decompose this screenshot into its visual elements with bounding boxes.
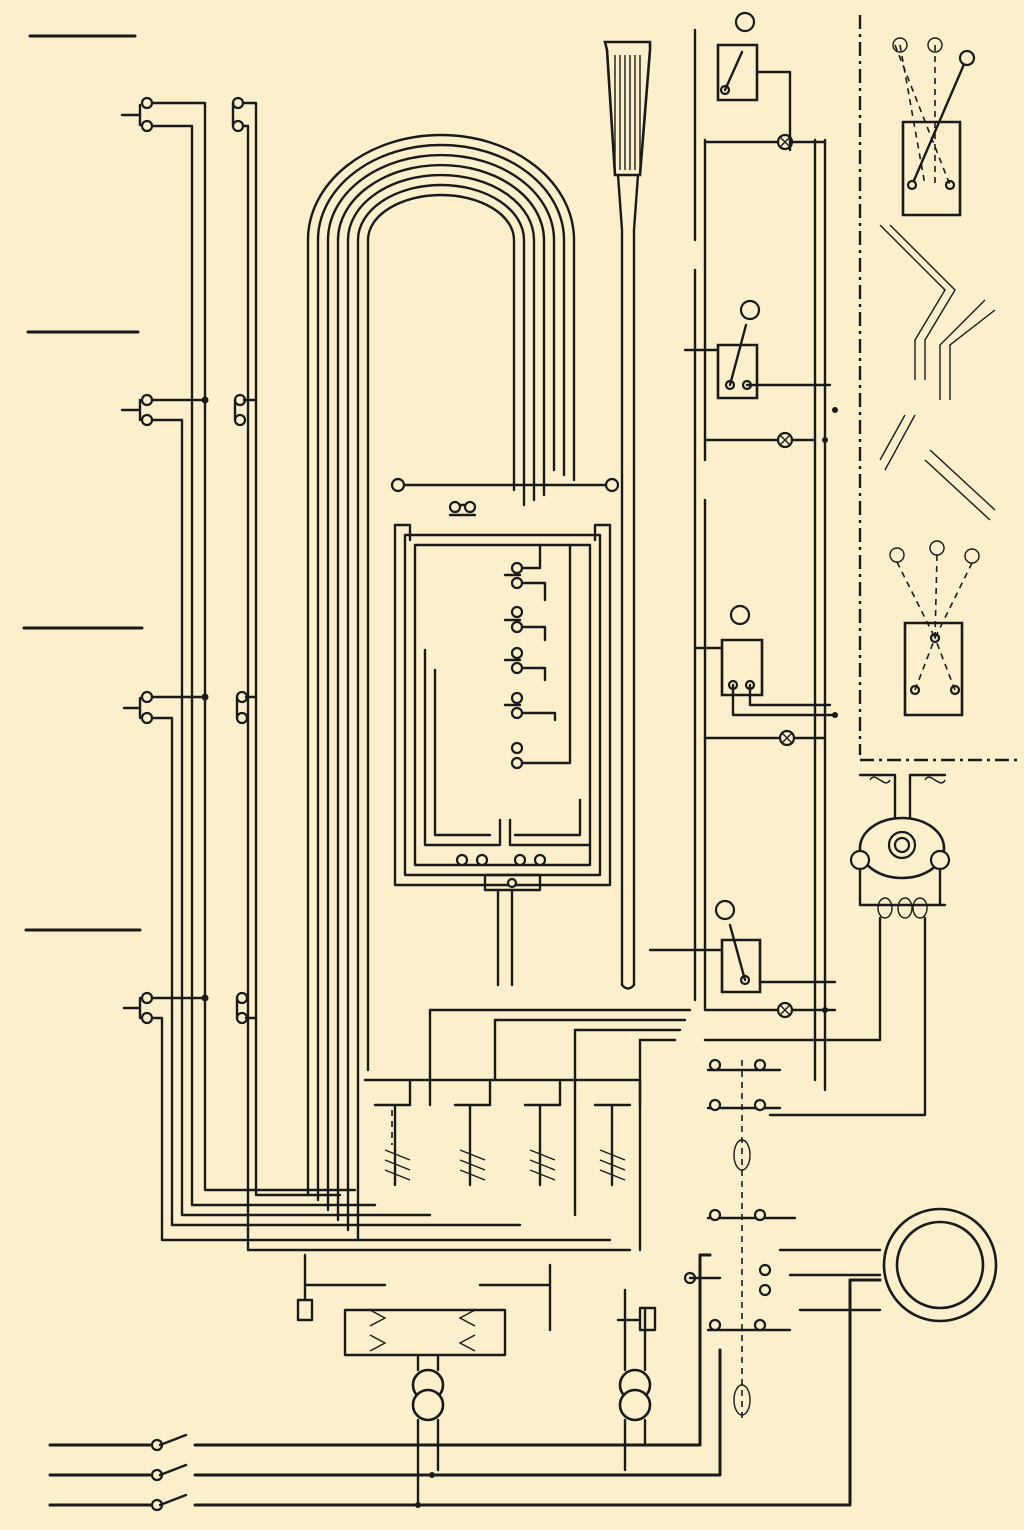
signal-column — [648, 11, 838, 1092]
floor-selector-icon — [390, 477, 620, 987]
floor-markers — [22, 34, 144, 932]
generator-icon — [882, 1207, 998, 1323]
transformer-icon — [296, 1253, 657, 1507]
motor-icon — [703, 773, 951, 1117]
relay-coil-icon — [373, 1103, 412, 1187]
relay-coil-icon — [453, 1103, 492, 1187]
signal-lamp-icon — [703, 729, 827, 747]
signal-lamp-icon — [703, 431, 817, 449]
contactor-stack — [683, 1058, 882, 1420]
main-switch-icon — [48, 1253, 882, 1512]
car-switch-arch-icon — [306, 133, 576, 1242]
relay-coil-icon — [593, 1103, 632, 1187]
landing-call-buttons — [120, 96, 249, 1025]
inset-detail — [858, 15, 1020, 762]
relay-bank — [363, 1008, 692, 1252]
shaft-wiring — [150, 101, 632, 1252]
relay-coil-icon — [523, 1103, 562, 1187]
control-lever-icon — [603, 40, 652, 990]
signal-lamp-icon — [703, 133, 827, 151]
